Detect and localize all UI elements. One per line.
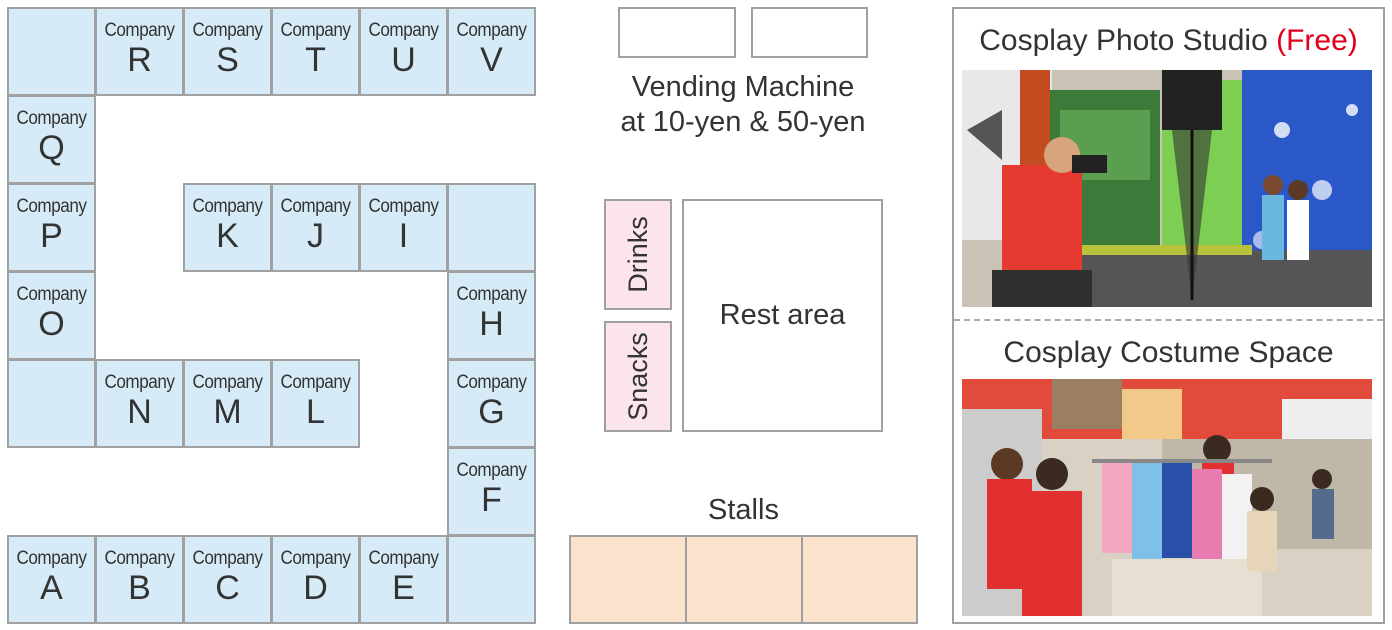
booth-blank2 xyxy=(447,183,536,272)
drinks-label: Drinks xyxy=(622,216,653,293)
studio-free-badge: (Free) xyxy=(1276,24,1358,57)
stall-3 xyxy=(801,535,918,624)
booth-letter: R xyxy=(127,41,152,79)
booth-letter: Q xyxy=(38,129,65,167)
costume-title: Cosplay Costume Space xyxy=(1003,336,1334,369)
rest-area-label: Rest area xyxy=(719,299,846,331)
snacks-area: Snacks xyxy=(604,321,672,432)
booth-company-label: Company xyxy=(104,20,175,41)
booth-letter: C xyxy=(215,569,240,607)
booth-company-label: Company xyxy=(104,372,175,393)
booth-company-label: Company xyxy=(368,196,439,217)
booth-letter: M xyxy=(213,393,242,431)
stall-1 xyxy=(569,535,687,624)
booth-letter: P xyxy=(40,217,63,255)
booth-company-label: Company xyxy=(280,196,351,217)
panel-divider xyxy=(954,319,1383,321)
booth-letter: U xyxy=(391,41,416,79)
booth-blank1 xyxy=(7,7,96,96)
booth-company-label: Company xyxy=(368,548,439,569)
studio-title-text: Cosplay Photo Studio xyxy=(979,24,1268,57)
booth-company-label: Company xyxy=(280,372,351,393)
vending-label-line1: Vending Machine xyxy=(631,71,855,103)
studio-title: Cosplay Photo Studio (Free) xyxy=(952,24,1385,58)
booth-company-label: Company xyxy=(192,20,263,41)
booth-letter: L xyxy=(306,393,325,431)
booth-company-label: Company xyxy=(192,372,263,393)
rest-area: Rest area xyxy=(682,199,883,432)
booth-letter: K xyxy=(216,217,239,255)
drinks-area: Drinks xyxy=(604,199,672,310)
vending-label-line2: at 10-yen & 50-yen xyxy=(620,106,866,138)
booth-company-label: Company xyxy=(16,108,87,129)
booth-letter: E xyxy=(392,569,415,607)
stall-2 xyxy=(685,535,803,624)
booth-letter: D xyxy=(303,569,328,607)
booth-letter: T xyxy=(305,41,326,79)
booth-blank3 xyxy=(7,359,96,448)
booth-company-label: Company xyxy=(280,20,351,41)
vending-machine-2 xyxy=(751,7,868,58)
booth-blank4 xyxy=(447,535,536,624)
booth-company-label: Company xyxy=(280,548,351,569)
booth-letter: F xyxy=(481,481,502,519)
booth-company-label: Company xyxy=(16,548,87,569)
booth-letter: O xyxy=(38,305,65,343)
booth-company-label: Company xyxy=(456,460,527,481)
booth-letter: G xyxy=(478,393,505,431)
booth-company-label: Company xyxy=(16,284,87,305)
booth-letter: A xyxy=(40,569,63,607)
photo-studio-image xyxy=(962,70,1372,307)
booth-letter: I xyxy=(398,217,409,255)
costume-space-image xyxy=(962,379,1372,616)
booth-company-label: Company xyxy=(16,196,87,217)
booth-company-label: Company xyxy=(456,20,527,41)
booth-company-label: Company xyxy=(456,372,527,393)
booth-company-label: Company xyxy=(192,548,263,569)
booth-letter: V xyxy=(480,41,503,79)
snacks-label: Snacks xyxy=(622,332,653,421)
booth-company-label: Company xyxy=(456,284,527,305)
booth-company-label: Company xyxy=(104,548,175,569)
booth-letter: S xyxy=(216,41,239,79)
booth-letter: H xyxy=(479,305,504,343)
booth-letter: B xyxy=(128,569,151,607)
booth-company-label: Company xyxy=(192,196,263,217)
booth-letter: N xyxy=(127,393,152,431)
booth-company-label: Company xyxy=(368,20,439,41)
cosplay-panel xyxy=(952,7,1385,624)
stalls-label: Stalls xyxy=(708,494,779,526)
vending-machine-1 xyxy=(618,7,736,58)
booth-letter: J xyxy=(307,217,324,255)
